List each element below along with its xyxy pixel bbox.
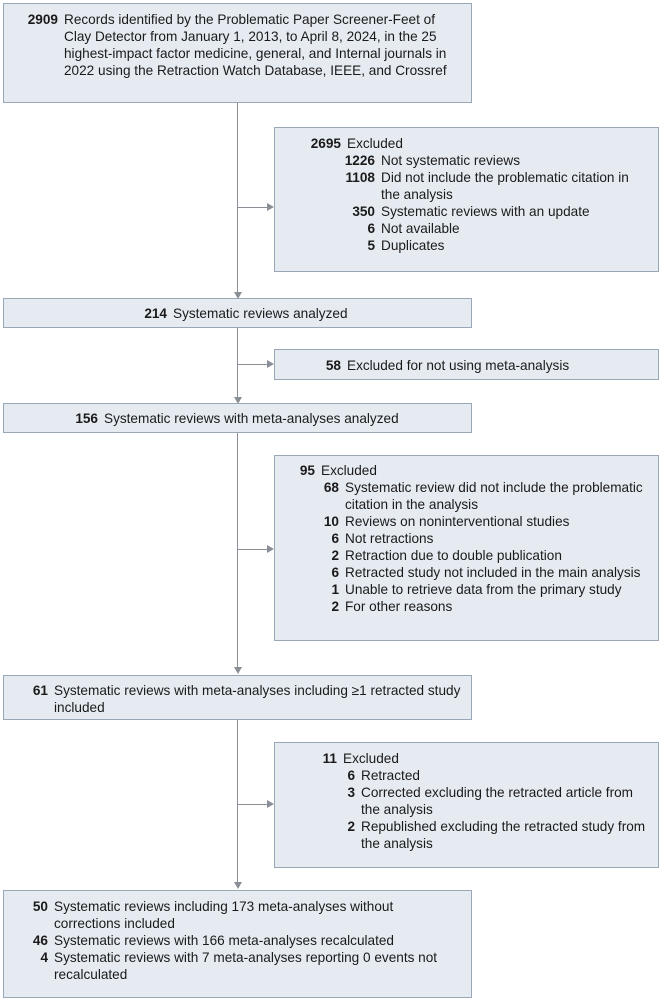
- excluded-item-text: Republished excluding the retracted stud…: [361, 819, 646, 851]
- arrow-down-icon: [234, 667, 242, 674]
- excluded-item-count: 1108: [345, 170, 376, 185]
- excluded-item-text: Systematic reviews with an update: [381, 204, 590, 219]
- excluded-box-1: 2695 Excluded 1226 Not systematic reviews…: [274, 127, 659, 272]
- arrow-down-icon: [234, 292, 242, 299]
- final-item-text: Systematic reviews with 7 meta-analyses …: [54, 950, 438, 982]
- connector-branch-4: [237, 804, 267, 805]
- retracted-count: 61: [32, 683, 48, 698]
- final-item-count: 4: [40, 950, 48, 965]
- final-results-box: 50 Systematic reviews including 173 meta-…: [3, 890, 472, 998]
- arrow-right-icon: [267, 800, 274, 808]
- excluded-item-count: 2: [347, 819, 355, 834]
- connector-branch-2: [237, 364, 267, 365]
- excluded-box-3: 95 Excluded 68 Systematic review did not …: [274, 455, 659, 641]
- systematic-reviews-analyzed-box: 214 Systematic reviews analyzed: [3, 298, 472, 328]
- connector-main-1: [237, 103, 238, 292]
- excluded-label: Excluded: [343, 751, 399, 766]
- excluded-label: Excluded: [321, 463, 377, 478]
- excluded-item-count: 1: [331, 582, 339, 597]
- final-item-count: 50: [32, 899, 48, 914]
- records-identified-box: 2909 Records identified by the Problemat…: [3, 3, 472, 103]
- excluded-box-4: 11 Excluded 6 Retracted 3 Corrected exclud…: [274, 742, 659, 868]
- meta-text: Systematic reviews with meta-analyses an…: [104, 411, 399, 426]
- excluded-item-count: 2: [331, 548, 339, 563]
- records-text: Records identified by the Problematic Pa…: [64, 12, 447, 78]
- excluded-label: Excluded: [347, 136, 403, 151]
- excluded-item-count: 6: [367, 221, 375, 236]
- excluded-count: 95: [299, 463, 315, 478]
- excluded-item-count: 10: [323, 514, 339, 529]
- connector-main-4: [237, 720, 238, 882]
- excluded-item-text: Unable to retrieve data from the primary…: [345, 582, 622, 597]
- final-item-text: Systematic reviews including 173 meta-an…: [54, 899, 394, 931]
- excluded-item-count: 1226: [344, 153, 375, 168]
- final-item-text: Systematic reviews with 166 meta-analyse…: [54, 933, 394, 948]
- meta-analyses-analyzed-box: 156 Systematic reviews with meta-analyse…: [3, 403, 472, 433]
- excluded-item-text: Retracted study not included in the main…: [345, 565, 641, 580]
- excluded-item-text: Not available: [381, 221, 460, 236]
- connector-branch-3: [237, 549, 267, 550]
- connector-main-2: [237, 328, 238, 397]
- excluded-item-text: Retracted: [361, 768, 420, 783]
- excluded-item-count: 5: [367, 238, 375, 253]
- excluded-item-text: Systematic review did not include the pr…: [345, 480, 643, 512]
- arrow-down-icon: [234, 397, 242, 404]
- excluded-item-count: 6: [331, 531, 339, 546]
- excluded-item-count: 3: [347, 785, 355, 800]
- excluded-item-count: 2: [331, 599, 339, 614]
- excluded-item-text: Did not include the problematic citation…: [381, 170, 629, 202]
- meta-count: 156: [75, 411, 98, 426]
- connector-main-3: [237, 433, 238, 667]
- analyzed-count: 214: [144, 306, 167, 321]
- excluded-count: 11: [322, 751, 337, 766]
- records-count: 2909: [27, 12, 58, 27]
- excluded-item-text: Not retractions: [345, 531, 434, 546]
- excluded-item-text: Retraction due to double publication: [345, 548, 562, 563]
- excluded-item-count: 6: [347, 768, 355, 783]
- arrow-right-icon: [267, 545, 274, 553]
- retracted-text: Systematic reviews with meta-analyses in…: [54, 683, 461, 715]
- final-item-count: 46: [32, 933, 48, 948]
- excluded-item-text: Duplicates: [381, 238, 445, 253]
- excluded-item-count: 350: [352, 204, 375, 219]
- excluded-item-count: 68: [323, 480, 339, 495]
- arrow-right-icon: [267, 203, 274, 211]
- connector-branch-1: [237, 207, 267, 208]
- retracted-study-box: 61 Systematic reviews with meta-analyses…: [3, 675, 472, 720]
- excluded-count: 2695: [310, 136, 341, 151]
- arrow-down-icon: [234, 882, 242, 889]
- excluded-item-text: Corrected excluding the retracted articl…: [361, 785, 633, 817]
- excluded-text: Excluded for not using meta-analysis: [347, 358, 570, 373]
- arrow-right-icon: [267, 360, 274, 368]
- excluded-item-text: Not systematic reviews: [381, 153, 520, 168]
- excluded-item-count: 6: [331, 565, 339, 580]
- analyzed-text: Systematic reviews analyzed: [173, 306, 348, 321]
- excluded-box-2: 58 Excluded for not using meta-analysis: [274, 349, 659, 380]
- excluded-item-text: For other reasons: [345, 599, 453, 614]
- excluded-item-text: Reviews on noninterventional studies: [345, 514, 570, 529]
- excluded-count: 58: [325, 358, 341, 373]
